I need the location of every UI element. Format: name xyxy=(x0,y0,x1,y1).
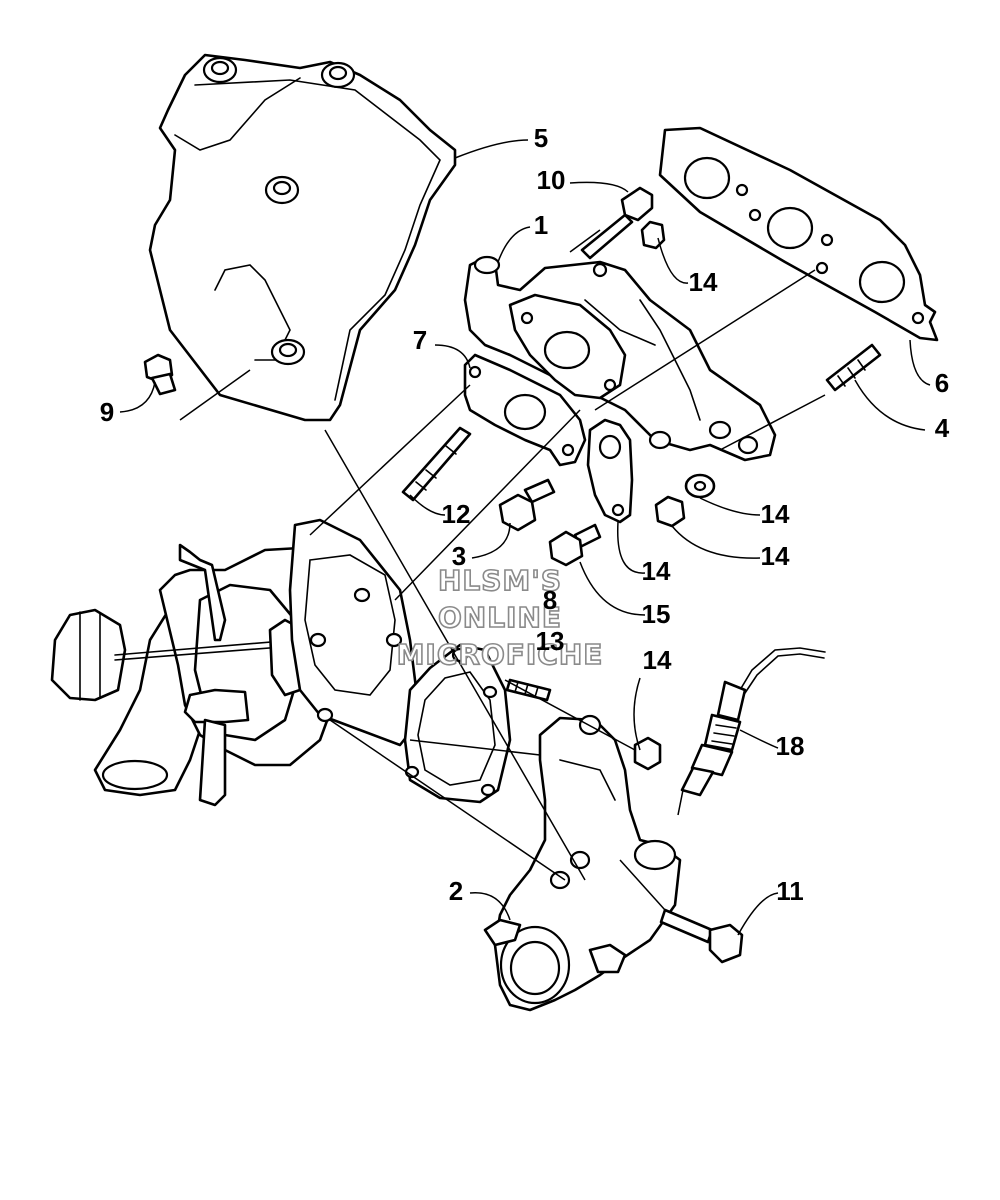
callout-13[interactable]: 13 xyxy=(536,626,565,656)
washer-part-15[interactable] xyxy=(684,473,716,499)
callout-14-middle[interactable]: 14 xyxy=(761,541,790,571)
callout-12[interactable]: 12 xyxy=(442,499,471,529)
nut-part-14-upper[interactable] xyxy=(640,220,666,250)
watermark-line-2: ONLINE xyxy=(438,601,562,634)
callout-16[interactable]: 14 xyxy=(642,556,671,586)
stud-part-8[interactable] xyxy=(505,678,552,702)
callout-18[interactable]: 18 xyxy=(776,731,805,761)
heat-shield-part-5[interactable] xyxy=(148,53,457,422)
watermark-line-1: HLSM'S xyxy=(438,564,562,597)
callout-14-upper[interactable]: 14 xyxy=(689,267,718,297)
bolt-part-9[interactable] xyxy=(143,353,177,396)
callout-5[interactable]: 5 xyxy=(534,123,548,153)
exhaust-manifold-part-1[interactable] xyxy=(463,255,777,462)
turbo-gasket-part-13[interactable] xyxy=(403,643,512,804)
callout-14-lower[interactable]: 14 xyxy=(643,645,672,675)
callout-1[interactable]: 1 xyxy=(534,210,548,240)
callout-leaders xyxy=(119,139,931,936)
stud-part-12[interactable] xyxy=(401,426,472,502)
callout-7[interactable]: 7 xyxy=(413,325,427,355)
nut-part-14-lower[interactable] xyxy=(633,736,662,771)
turbocharger-assembly[interactable] xyxy=(50,518,422,807)
callout-8[interactable]: 8 xyxy=(543,585,557,615)
watermark-line-3: MICROFICHE xyxy=(397,638,604,671)
callout-15[interactable]: 14 xyxy=(761,499,790,529)
exhaust-elbow-part-2[interactable] xyxy=(483,714,682,1012)
callout-11[interactable]: 11 xyxy=(776,876,804,906)
stud-part-4[interactable] xyxy=(825,343,882,392)
bracket-part-16[interactable] xyxy=(586,418,634,524)
assembly-lines xyxy=(179,229,826,911)
callout-10[interactable]: 10 xyxy=(537,165,566,195)
manifold-gasket-part-7[interactable] xyxy=(463,353,587,467)
bolt-part-3[interactable] xyxy=(498,478,556,532)
exhaust-gasket-part-6[interactable] xyxy=(658,126,939,342)
bolt-part-11[interactable] xyxy=(659,908,744,964)
callout-9[interactable]: 9 xyxy=(100,397,114,427)
callout-6[interactable]: 6 xyxy=(935,368,949,398)
callout-4[interactable]: 4 xyxy=(935,413,950,443)
bolt-part-10[interactable] xyxy=(580,186,654,260)
oxygen-sensor-part-18[interactable] xyxy=(680,647,826,797)
watermark: HLSM'S ONLINE MICROFICHE xyxy=(396,563,604,672)
callout-3[interactable]: 3 xyxy=(452,541,466,571)
callout-17[interactable]: 15 xyxy=(642,599,671,629)
nut-part-14-middle[interactable] xyxy=(654,495,686,528)
callout-2[interactable]: 2 xyxy=(449,876,463,906)
callout-labels: 5 10 1 14 7 9 6 4 12 14 3 14 14 8 15 13 … xyxy=(100,123,950,906)
bolt-part-17[interactable] xyxy=(548,523,602,567)
